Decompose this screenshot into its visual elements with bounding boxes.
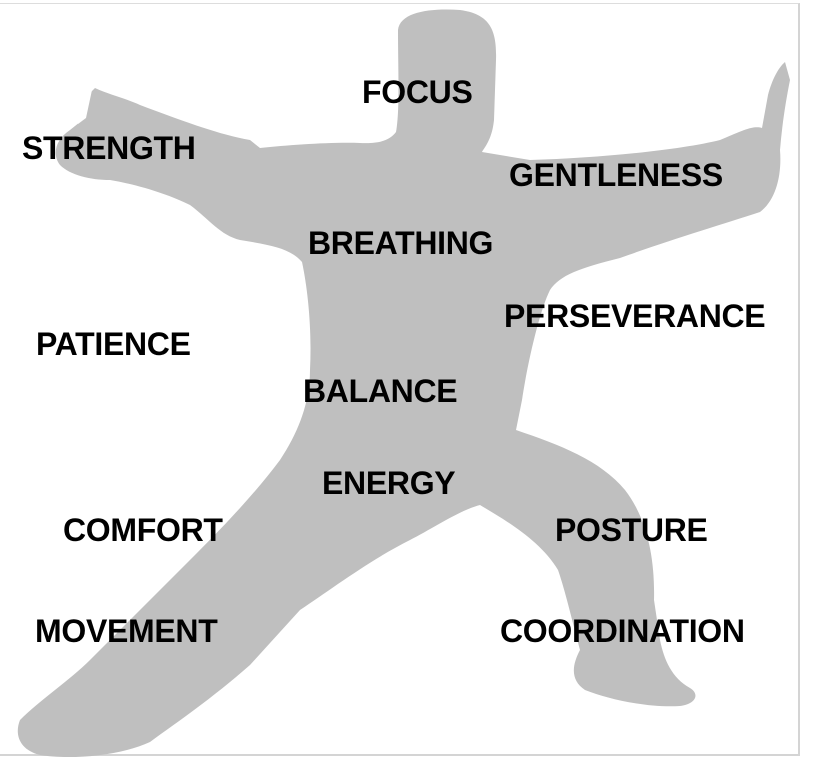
word-balance: BALANCE (303, 373, 458, 409)
word-movement: MOVEMENT (35, 613, 218, 649)
word-patience: PATIENCE (36, 326, 191, 362)
word-strength: STRENGTH (22, 130, 196, 166)
word-breathing: BREATHING (308, 225, 494, 261)
silhouette-shape (17, 9, 790, 758)
silhouette-gap (78, 90, 92, 124)
word-perseverance: PERSEVERANCE (504, 298, 766, 334)
word-energy: ENERGY (322, 465, 456, 501)
image-frame (0, 3, 800, 756)
word-comfort: COMFORT (63, 512, 223, 548)
word-coordination: COORDINATION (500, 613, 745, 649)
word-gentleness: GENTLENESS (509, 157, 723, 193)
word-focus: FOCUS (362, 74, 473, 110)
word-posture: POSTURE (555, 512, 708, 548)
